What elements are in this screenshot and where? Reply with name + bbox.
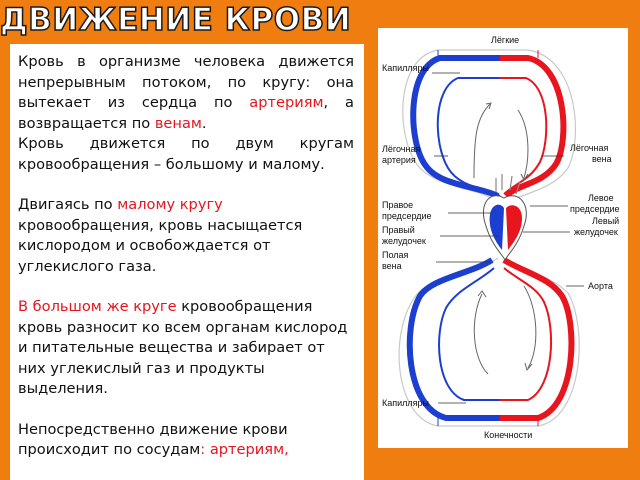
highlight-big-circle: В большом же круге [18, 298, 177, 315]
vena-cava-vessel [406, 257, 500, 421]
highlight-arteries: артериям [249, 94, 324, 111]
label-right-atrium-2: предсердие [382, 211, 432, 221]
page-title: ДВИЖЕНИЕ КРОВИ [0, 1, 352, 39]
text-body: Кровь в организме человека движется непр… [18, 52, 354, 461]
aorta-vessel [500, 257, 575, 421]
label-left-ventricle: Левый [592, 216, 619, 226]
label-pulmonary-vein: Лёгочная [570, 143, 608, 153]
label-pulmonary-artery-2: артерия [382, 155, 416, 165]
systemic-inner-vessel-venous [438, 267, 500, 401]
label-capillaries-bottom: Капилляры [382, 398, 429, 408]
text-fragment: Двигаясь по [18, 196, 118, 213]
label-left-atrium-2: предсердие [570, 204, 620, 214]
pulmonary-inner-vessel-venous [436, 77, 501, 197]
highlight-vessels: : артериям, [200, 441, 289, 458]
label-right-ventricle: Правый [382, 225, 415, 235]
text-fragment: кровообращения, кровь насыщается кислоро… [18, 216, 303, 275]
label-vena-cava-2: вена [382, 261, 402, 271]
vessel-outline [398, 49, 580, 427]
pulmonary-vein-vessel [500, 55, 567, 199]
label-left-atrium: Левое [588, 193, 614, 203]
circulation-diagram-svg: Лёгкие Капилляры Лёгочная артерия Лёгочн… [382, 35, 620, 440]
label-lungs: Лёгкие [491, 35, 519, 45]
text-fragment: кровообращения кровь разносит ко всем ор… [18, 298, 348, 397]
pulmonary-artery-vessel [410, 55, 500, 199]
label-leader-lines [432, 72, 584, 404]
systemic-inner-vessel-arterial [500, 267, 553, 401]
text-panel: Кровь в организме человека движется непр… [10, 44, 364, 480]
circulation-diagram: Лёгкие Капилляры Лёгочная артерия Лёгочн… [378, 28, 628, 448]
text-fragment: , а возвращается по [18, 94, 354, 132]
paragraph-big-circle: В большом же круге кровообращения кровь … [18, 297, 354, 400]
flow-arrows [473, 102, 537, 375]
label-vena-cava: Полая [382, 250, 409, 260]
label-limbs: Конечности [484, 430, 532, 440]
paragraph-two-circles: Кровь движется по двум кругам кровообращ… [18, 135, 354, 173]
label-right-ventricle-2: желудочек [382, 236, 426, 246]
text-fragment: Кровь в организме человека движется непр… [18, 53, 354, 111]
paragraph-small-circle: Двигаясь по малому кругу кровообращения,… [18, 195, 354, 277]
label-pulmonary-vein-2: вена [592, 154, 612, 164]
paragraph-intro: Кровь в организме человека движется непр… [18, 52, 354, 134]
pulmonary-inner-vessel-arterial [500, 77, 548, 195]
label-left-ventricle-2: желудочек [574, 227, 618, 237]
highlight-veins: венам [154, 114, 202, 132]
text-fragment: . [201, 114, 207, 132]
label-right-atrium: Правое [382, 200, 413, 210]
heart-icon [482, 174, 527, 262]
label-pulmonary-artery: Лёгочная [382, 144, 420, 154]
paragraph-vessels: Непосредственно движение крови происходи… [18, 420, 354, 461]
capillary-marks [437, 50, 539, 426]
highlight-small-circle: малому кругу [117, 196, 223, 213]
label-capillaries-top: Капилляры [382, 63, 429, 73]
label-aorta: Аорта [588, 281, 613, 291]
text-fragment: Непосредственно движение крови происходи… [18, 420, 288, 459]
